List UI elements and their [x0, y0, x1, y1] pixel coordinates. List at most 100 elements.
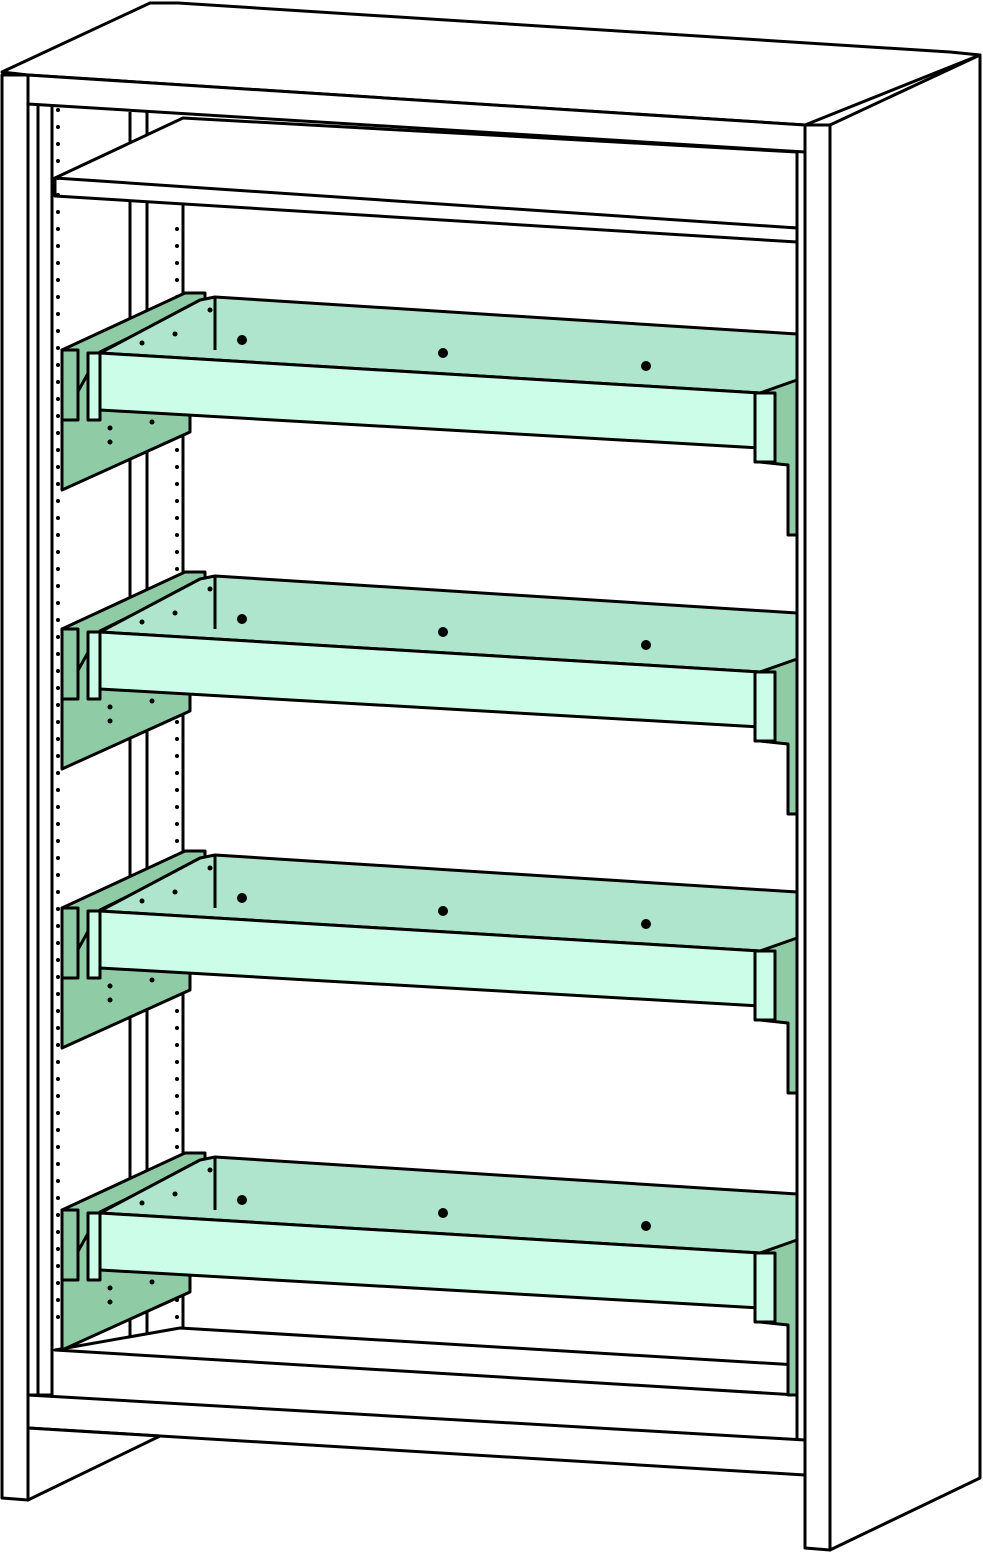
rivet	[237, 1195, 247, 1205]
perforation-hole	[56, 1179, 60, 1183]
rivet	[172, 1191, 178, 1197]
cabinet-base-left	[26, 1426, 162, 1502]
perforation-hole	[56, 686, 60, 690]
perforation-hole	[56, 669, 60, 673]
rivet	[438, 627, 448, 637]
rivet	[641, 1221, 651, 1231]
perforation-hole	[56, 652, 60, 656]
perforation-hole	[56, 941, 60, 945]
perforation-hole	[56, 618, 60, 622]
pull-out-shelf[interactable]	[60, 1151, 799, 1397]
rivet	[172, 889, 178, 895]
perforation-hole	[56, 550, 60, 554]
perforation-hole	[56, 499, 60, 503]
perforation-hole	[175, 754, 179, 758]
rivet	[172, 331, 178, 337]
perforation-hole	[56, 142, 60, 146]
pull-out-shelf[interactable]	[60, 291, 799, 537]
right-slide	[753, 391, 777, 464]
perforation-hole	[56, 1162, 60, 1166]
perforation-hole	[56, 1230, 60, 1234]
rivet	[107, 425, 113, 431]
perforation-hole	[56, 1094, 60, 1098]
rivet	[438, 348, 448, 358]
perforation-hole	[175, 1077, 179, 1081]
rivet	[237, 893, 247, 903]
perforation-hole	[175, 1111, 179, 1115]
rivet	[139, 340, 145, 346]
perforation-hole	[175, 244, 179, 248]
perforation-hole	[56, 1264, 60, 1268]
rivet	[207, 307, 213, 313]
rivet	[107, 997, 113, 1003]
perforation-hole	[175, 448, 179, 452]
perforation-hole	[175, 482, 179, 486]
perforation-hole	[56, 1009, 60, 1013]
perforation-hole	[56, 1111, 60, 1115]
perforation-hole	[56, 720, 60, 724]
cabinet-top-front	[26, 73, 807, 154]
perforation-hole	[175, 516, 179, 520]
perforation-hole	[56, 108, 60, 112]
perforation-hole	[56, 1315, 60, 1319]
left-slide	[60, 627, 80, 701]
perforation-hole	[56, 1247, 60, 1251]
perforation-hole	[175, 499, 179, 503]
perforation-hole	[56, 839, 60, 843]
perforation-hole	[56, 533, 60, 537]
left-slide	[60, 1208, 80, 1282]
rivet	[641, 640, 651, 650]
perforation-hole	[56, 295, 60, 299]
left-slide-inner	[86, 1211, 102, 1282]
perforation-hole	[175, 788, 179, 792]
perforation-hole	[56, 1281, 60, 1285]
pull-out-shelf[interactable]	[60, 849, 799, 1095]
left-slide	[60, 348, 80, 422]
perforation-hole	[175, 1145, 179, 1149]
perforation-hole	[175, 1009, 179, 1013]
left-slide-inner	[86, 909, 102, 980]
cabinet-plinth	[26, 1393, 807, 1477]
rivet	[107, 1299, 113, 1305]
rivet	[207, 1167, 213, 1173]
perforation-hole	[56, 1196, 60, 1200]
perforation-hole	[56, 380, 60, 384]
perforation-hole	[56, 210, 60, 214]
perforation-hole	[175, 1043, 179, 1047]
perforation-hole	[175, 1060, 179, 1064]
perforation-hole	[56, 363, 60, 367]
perforation-hole	[56, 465, 60, 469]
perforation-hole	[56, 737, 60, 741]
right-slide	[753, 1251, 777, 1324]
perforation-hole	[56, 227, 60, 231]
rivet	[149, 698, 155, 704]
rivet	[438, 906, 448, 916]
fixed-top-shelf-front	[53, 176, 799, 244]
perforation-hole	[175, 1315, 179, 1319]
cabinet-right-side	[828, 53, 982, 1552]
perforation-hole	[56, 278, 60, 282]
pull-out-shelf[interactable]	[60, 570, 799, 816]
perforation-hole	[56, 635, 60, 639]
perforation-hole	[175, 737, 179, 741]
perforation-hole	[56, 567, 60, 571]
perforation-hole	[56, 312, 60, 316]
perforation-hole	[56, 924, 60, 928]
cabinet-right-front-edge	[803, 123, 832, 1552]
rivet	[641, 919, 651, 929]
perforation-hole	[56, 329, 60, 333]
perforation-hole	[175, 533, 179, 537]
perforation-hole	[56, 193, 60, 197]
right-slide	[753, 949, 777, 1022]
perforation-hole	[56, 1077, 60, 1081]
perforation-hole	[56, 125, 60, 129]
rivet	[107, 439, 113, 445]
perforation-hole	[56, 1060, 60, 1064]
right-slide	[753, 670, 777, 743]
rivet	[149, 977, 155, 983]
rivet	[641, 361, 651, 371]
perforation-hole	[56, 975, 60, 979]
perforation-hole	[56, 482, 60, 486]
perforation-hole	[56, 958, 60, 962]
